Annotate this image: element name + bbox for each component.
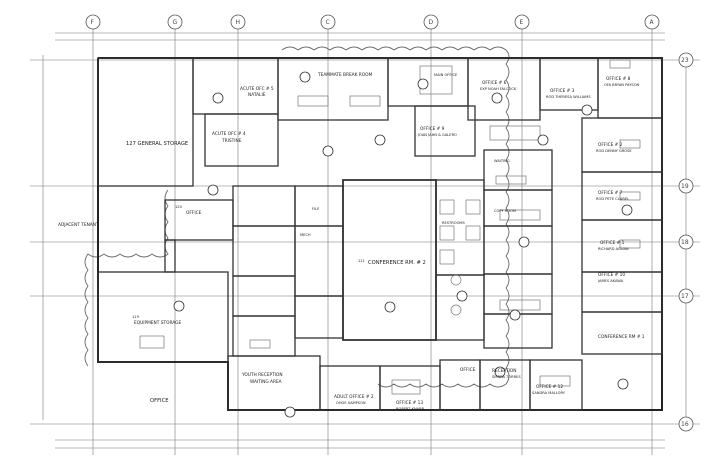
label-office-8: OFFICE # 8 <box>606 76 631 82</box>
exterior-walls <box>97 57 663 411</box>
interior-walls <box>97 57 663 411</box>
label-teammate-break: TEAMMATE BREAK ROOM <box>317 72 373 78</box>
label-break-room: MAIN OFFICE <box>434 73 458 77</box>
label-youth-reception: YOUTH RECEPTION <box>241 372 283 378</box>
label-office-12-name: SANDRA MALLORY <box>532 391 566 395</box>
label-office-1-name: RICHARD AGUAN <box>598 247 629 251</box>
label-youth-reception-sub: WAITING AREA <box>250 379 282 385</box>
section-markers <box>173 71 633 418</box>
grid-label-16: 16 <box>681 421 689 428</box>
label-general-storage: 127 GENERAL STORAGE <box>126 141 188 147</box>
grid-label-c: C <box>326 19 330 26</box>
label-office-7: OFFICE # 7 <box>598 190 623 196</box>
label-office-fl: OFFICE <box>460 367 476 373</box>
grid-bubbles-top: F G H C D E A <box>85 14 660 30</box>
label-office-6-name: EXP NOAH FALCOCK <box>480 87 517 91</box>
label-office-2-name: ROD DENNY GROSE <box>596 149 632 153</box>
grid-label-d: D <box>429 19 434 26</box>
revision-cloud <box>281 46 510 388</box>
label-copy-room: COPY ROOM <box>494 209 516 213</box>
label-acute-office-4: ACUTE OFC # 4 <box>212 131 246 137</box>
label-reception: RECEPTION <box>492 368 517 374</box>
label-office-6: OFFICE # 6 <box>482 80 507 86</box>
label-office-12: OFFICE # 12 <box>536 384 563 390</box>
label-office-3-name: ROD THERESA WILLIAMS <box>546 95 591 99</box>
label-file: FILE <box>312 207 320 211</box>
grid-label-23: 23 <box>681 57 689 64</box>
label-office-9: OFFICE # 9 <box>420 126 445 132</box>
label-office-left: OFFICE <box>186 210 202 216</box>
label-adult-office: ADULT OFFICE # 2 <box>334 394 374 400</box>
label-acute-office-4-name: TRISTINE <box>221 138 242 144</box>
label-restrooms: RESTROOMS <box>442 221 465 225</box>
label-office-8-name: OFA BRYAN PAYSON <box>604 83 640 87</box>
grid-bubbles-right: 23 19 18 17 16 <box>678 52 694 432</box>
label-office-3: OFFICE # 3 <box>550 88 575 94</box>
grid-label-f: F <box>91 19 95 26</box>
label-office-7-name: ROD PETE CLAREL <box>596 197 629 201</box>
label-mech: MECH <box>300 233 311 237</box>
grid-label-h: H <box>236 19 241 26</box>
room-labels: 127 GENERAL STORAGE ACUTE OFC # 4 TRISTI… <box>58 72 645 411</box>
label-office-bottom: OFFICE <box>150 398 168 404</box>
label-office-9-name: JOAN JAHN & GALERO <box>417 133 457 137</box>
label-waiting: WAITING <box>494 159 510 163</box>
grid-label-18: 18 <box>681 239 689 246</box>
label-office-13-name: ROBERT KNABB <box>396 407 425 411</box>
fixtures <box>139 59 641 395</box>
grid-label-e: E <box>520 19 524 26</box>
grid-label-19: 19 <box>681 183 689 190</box>
label-conference-1: CONFERENCE RM # 1 <box>598 334 645 340</box>
label-conference-2-id: 111 <box>358 259 365 263</box>
label-conference-2: CONFERENCE RM. # 2 <box>368 260 426 266</box>
label-office-1: OFFICE # 1 <box>600 240 625 246</box>
label-equipment-storage-id: 119 <box>132 315 140 319</box>
label-acute-office-5-name: NATALIE <box>248 92 266 98</box>
grid-label-g: G <box>173 19 178 26</box>
label-office-10: OFFICE # 10 <box>598 272 625 278</box>
grid-label-17: 17 <box>681 293 689 300</box>
label-acute-office-5: ACUTE OFC # 5 <box>240 86 274 92</box>
grid-label-a: A <box>650 19 655 26</box>
label-adjacent-tenant: ADJACENT TENANT <box>58 222 99 228</box>
label-equipment-storage: EQUIPMENT STORAGE <box>134 320 181 326</box>
dimension-lines <box>30 28 700 455</box>
label-office-left-id: 120 <box>175 205 183 209</box>
label-adult-office-name: OHGE SAMPSON <box>336 401 366 405</box>
label-office-2: OFFICE # 2 <box>598 142 623 148</box>
label-office-10-name: JAMES AKAWA <box>597 279 624 283</box>
label-office-13: OFFICE # 13 <box>396 400 423 406</box>
label-reception-sub: SIERRA TORRES <box>492 375 521 379</box>
